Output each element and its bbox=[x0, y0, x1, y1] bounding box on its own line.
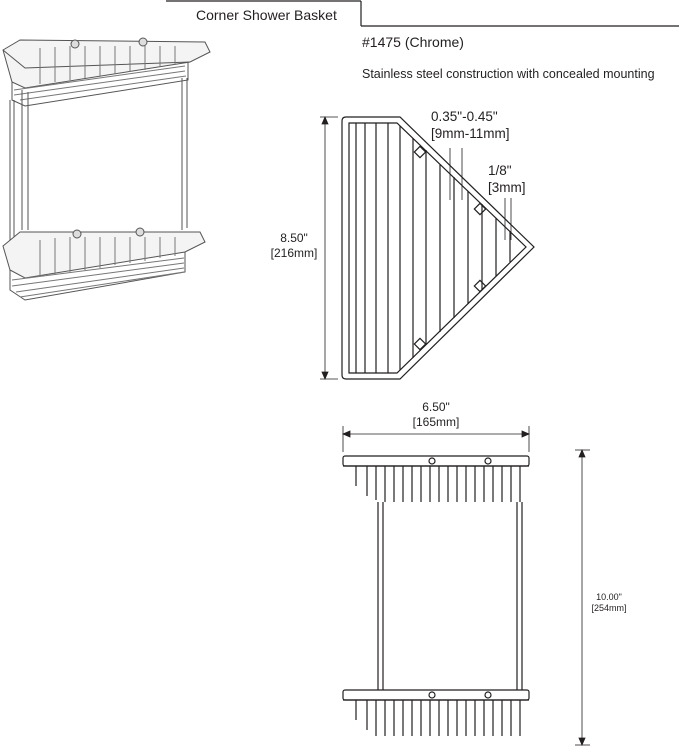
top-view-drawing bbox=[341, 116, 535, 380]
total-height-dimension-line bbox=[575, 448, 590, 747]
model-number: #1475 (Chrome) bbox=[362, 34, 464, 50]
product-illustration bbox=[2, 37, 211, 301]
product-title: Corner Shower Basket bbox=[196, 7, 337, 23]
height-metric: [216mm] bbox=[270, 246, 318, 260]
side-view-drawing bbox=[342, 455, 530, 736]
wire-thickness-label: 1/8" [3mm] bbox=[488, 162, 526, 196]
total-height-imperial: 10.00" bbox=[596, 592, 622, 602]
width-dimension-line bbox=[341, 426, 531, 452]
width-label: 6.50" [165mm] bbox=[404, 400, 468, 430]
spacing-leader-lines bbox=[449, 148, 512, 240]
height-dimension-line bbox=[320, 115, 338, 381]
product-description: Stainless steel construction with concea… bbox=[362, 67, 655, 81]
wire-spacing-metric: [9mm-11mm] bbox=[431, 126, 510, 141]
wire-spacing-imperial: 0.35"-0.45" bbox=[431, 109, 498, 124]
wire-thickness-imperial: 1/8" bbox=[488, 163, 512, 178]
width-metric: [165mm] bbox=[412, 415, 460, 429]
height-label: 8.50" [216mm] bbox=[266, 231, 322, 261]
total-height-label: 10.00" [254mm] bbox=[587, 592, 631, 614]
total-height-metric: [254mm] bbox=[591, 603, 627, 613]
height-imperial: 8.50" bbox=[280, 231, 308, 245]
wire-spacing-label: 0.35"-0.45" [9mm-11mm] bbox=[431, 108, 510, 142]
wire-thickness-metric: [3mm] bbox=[488, 180, 526, 195]
header-rule bbox=[166, 0, 679, 27]
width-imperial: 6.50" bbox=[422, 400, 450, 414]
